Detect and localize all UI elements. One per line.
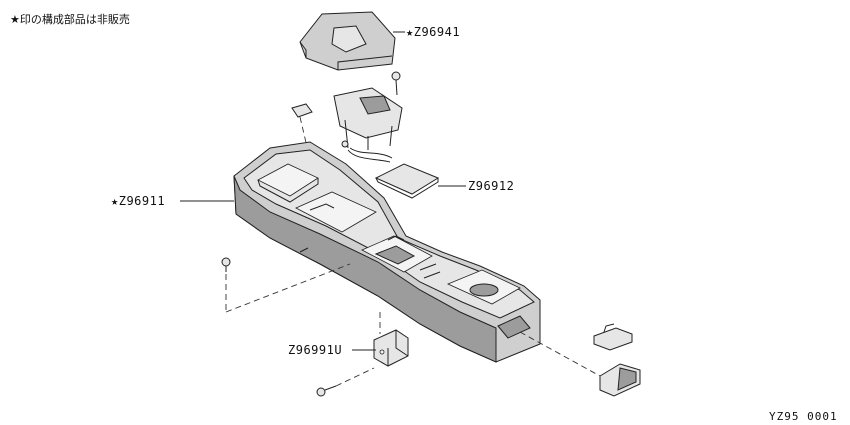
- screw-upper: [391, 71, 401, 96]
- callout-lid: Z96912: [468, 179, 514, 193]
- pocket-clip-part: [593, 323, 633, 351]
- pocket-cover-leader: [519, 331, 601, 377]
- non-sale-note: ★印の構成部品は非販売: [10, 12, 130, 26]
- drawing-code: YZ95 0001: [769, 410, 838, 423]
- pocket-cover-part: [599, 363, 641, 397]
- callout-shift-boot: ★Z96941: [406, 25, 460, 39]
- center-console-part: [233, 141, 541, 363]
- callout-bracket: Z96991U: [288, 343, 342, 357]
- console-lid-part: [374, 163, 440, 199]
- screw-bottom: [316, 367, 375, 397]
- callout-console: ★Z96911: [111, 194, 165, 208]
- mounting-bracket-part: [373, 312, 409, 367]
- shift-boot-part: [299, 11, 396, 71]
- screw-left: [221, 257, 351, 313]
- shift-indicator-bracket: [333, 87, 403, 163]
